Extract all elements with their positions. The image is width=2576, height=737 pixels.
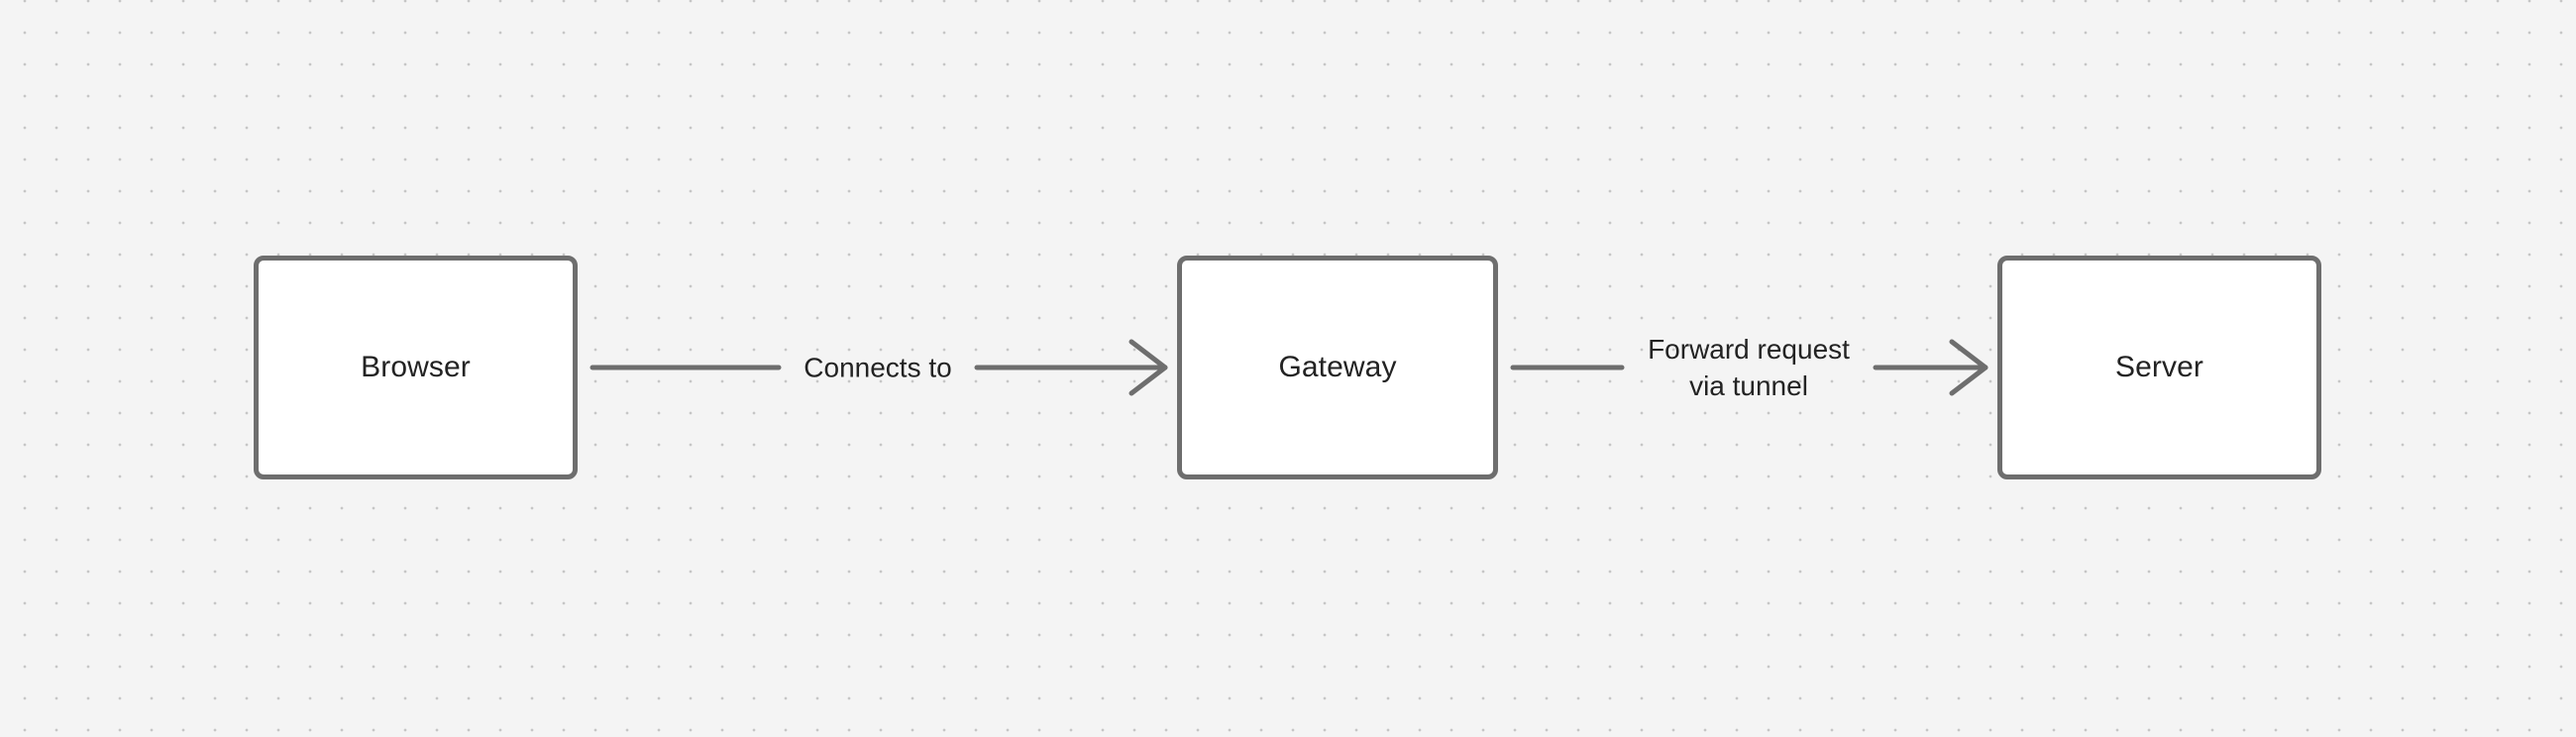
arrowhead-icon bbox=[1128, 339, 1168, 396]
node-browser-label: Browser bbox=[361, 351, 471, 383]
node-server[interactable]: Server bbox=[1997, 256, 2321, 479]
node-server-label: Server bbox=[2115, 351, 2203, 383]
node-gateway[interactable]: Gateway bbox=[1177, 256, 1498, 479]
node-gateway-label: Gateway bbox=[1278, 351, 1397, 383]
arrowhead-icon bbox=[1949, 339, 1988, 396]
node-browser[interactable]: Browser bbox=[254, 256, 578, 479]
